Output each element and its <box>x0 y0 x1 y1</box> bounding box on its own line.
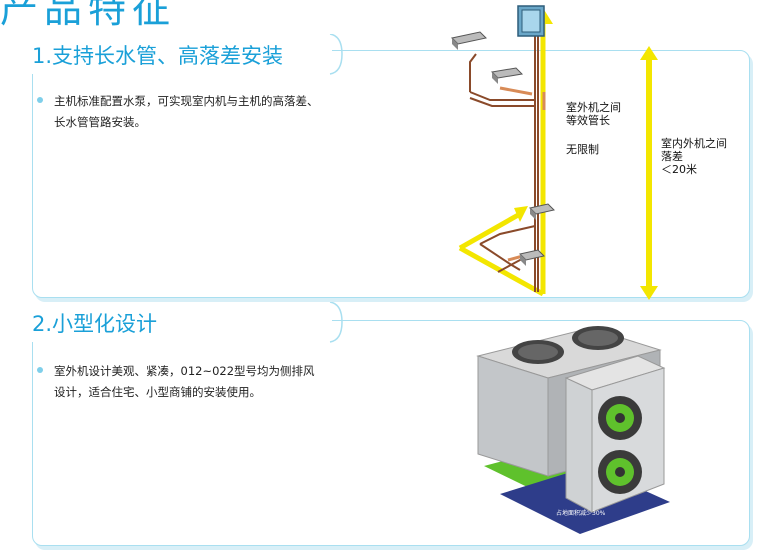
bullet-icon <box>37 367 43 373</box>
section-title-long-pipe: 1.支持长水管、高落差安装 <box>32 44 284 68</box>
section-tab-compact-design: 2.小型化设计 <box>32 302 343 343</box>
outdoor-unit-icon <box>517 5 545 37</box>
indoor-unit-icon <box>490 67 524 84</box>
section-description-compact-design: 室外机设计美观、紧凑，012~022型号均为侧排风 设计，适合住宅、小型商铺的安… <box>54 361 374 403</box>
label-line: 室外机之间 <box>566 101 621 114</box>
desc-line: 室外机设计美观、紧凑，012~022型号均为侧排风 <box>54 364 315 378</box>
label-line: 落差 <box>661 150 683 163</box>
desc-line: 设计，适合住宅、小型商铺的安装使用。 <box>54 385 261 399</box>
desc-line: 长水管管路安装。 <box>54 115 146 129</box>
section-panel-long-pipe <box>32 50 750 298</box>
tab-curve-decoration <box>329 302 343 343</box>
indoor-unit-icon <box>529 203 555 220</box>
page-title: 产品特征 <box>0 0 177 31</box>
label-height-difference: 室内外机之间 落差 ＜20米 <box>661 137 727 176</box>
section-description-long-pipe: 主机标准配置水泵，可实现室内机与主机的高落差、 长水管管路安装。 <box>54 91 374 133</box>
indoor-unit-icon <box>519 249 545 266</box>
compact-outdoor-unit <box>564 355 666 513</box>
label-line: ＜20米 <box>661 163 697 176</box>
footprint-badge: 占地面积减少30% <box>556 510 606 517</box>
label-line: 等效管长 <box>566 114 610 127</box>
piping-diagram <box>450 5 658 300</box>
indoor-unit-icon <box>450 31 488 50</box>
label-equivalent-pipe-length: 室外机之间 等效管长 <box>566 101 621 127</box>
section-tab-long-pipe: 1.支持长水管、高落差安装 <box>32 34 343 75</box>
outdoor-units-illustration <box>476 326 670 534</box>
desc-line: 主机标准配置水泵，可实现室内机与主机的高落差、 <box>54 94 319 108</box>
tab-curve-decoration <box>329 34 343 75</box>
arrow-head-upright <box>514 206 528 222</box>
label-line: 室内外机之间 <box>661 137 727 150</box>
bullet-icon <box>37 97 43 103</box>
refrigerant-pipes <box>469 36 539 292</box>
section-title-compact-design: 2.小型化设计 <box>32 312 158 336</box>
label-unlimited: 无限制 <box>566 143 599 156</box>
height-arrow <box>640 46 658 300</box>
